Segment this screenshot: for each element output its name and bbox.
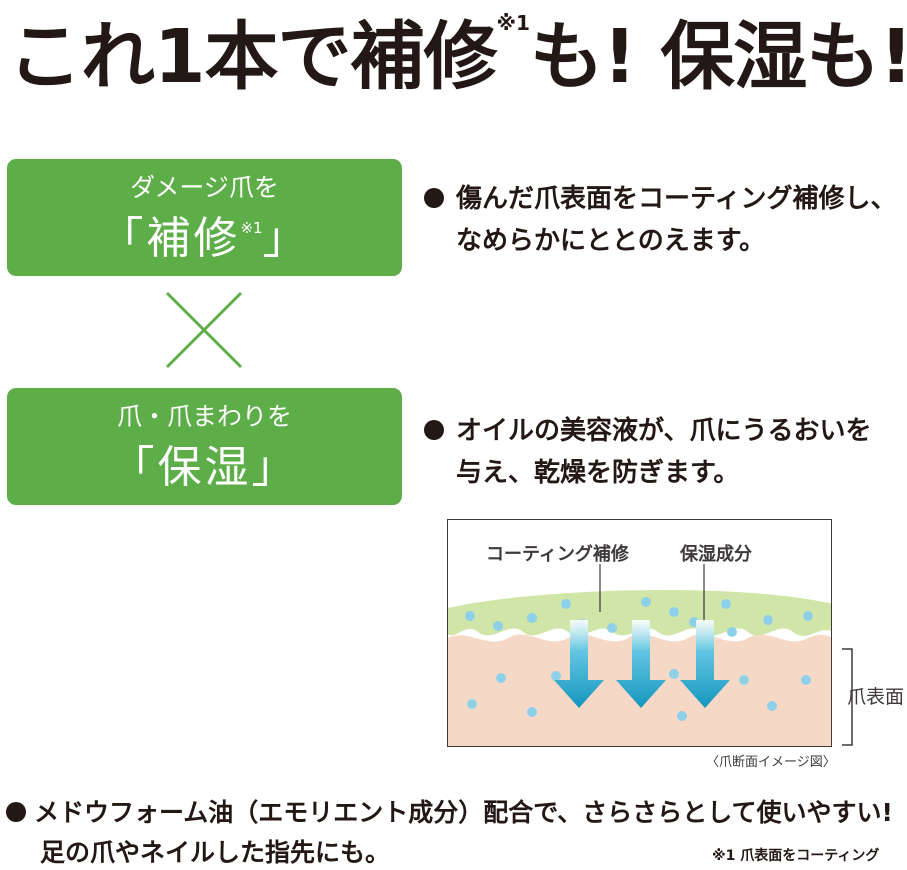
repair-box-bracket-close: 」	[262, 213, 310, 264]
nail-surface-label: 爪表面	[847, 686, 905, 708]
moisture-box-line1: 爪・爪まわりを	[116, 402, 292, 431]
bullet-repair-line1: 傷んだ爪表面をコーティング補修し、	[456, 184, 897, 214]
nail-surface-bracket	[842, 648, 853, 746]
bullet-repair: 傷んだ爪表面をコーティング補修し、 なめらかにととのえます。	[424, 178, 896, 262]
headline: これ1本で補修※1も! 保湿も!	[8, 2, 907, 112]
bullet-dot-icon	[424, 187, 444, 208]
headline-note-mark: ※1	[496, 11, 530, 35]
bottom-line1-text: メドウフォーム油（エモリエント成分）配合で、さらさらとして使いやすい!	[34, 798, 893, 827]
coating-layer	[448, 590, 831, 636]
penetration-arrows	[554, 620, 730, 708]
bottom-line1: メドウフォーム油（エモリエント成分）配合で、さらさらとして使いやすい!	[6, 793, 893, 833]
repair-box-bracket-open: 「	[99, 213, 147, 264]
diagram-caption: 〈爪断面イメージ図〉	[706, 755, 836, 770]
headline-part2: も! 保湿も!	[529, 14, 907, 100]
bullet-moisture: オイルの美容液が、爪にうるおいを 与え、乾燥を防ぎます。	[424, 410, 871, 494]
repair-box-word: 補修	[146, 213, 241, 264]
moisture-box-main: 「保湿」	[110, 442, 299, 493]
bullet-moisture-line2: 与え、乾燥を防ぎます。	[456, 458, 740, 488]
repair-box-note-mark: ※1	[240, 219, 263, 237]
nail-layers-illustration	[448, 564, 831, 746]
nail-cross-section-diagram: コーティング補修 保湿成分	[447, 519, 832, 747]
bullet-repair-line2: なめらかにととのえます。	[456, 226, 766, 256]
bullet-moisture-line1: オイルの美容液が、爪にうるおいを	[456, 416, 872, 446]
repair-box-main: 「補修※1」	[7, 211, 402, 276]
footnote: ※1 爪表面をコーティング	[712, 848, 880, 864]
headline-part1: これ1本で補修	[8, 14, 497, 100]
bullet-dot-icon	[424, 419, 444, 440]
cross-icon	[165, 291, 243, 369]
label-coating-repair: コーティング補修	[486, 544, 629, 565]
bullet-dot-icon	[6, 802, 26, 822]
moisture-box: 爪・爪まわりを 「保湿」	[7, 388, 402, 505]
repair-box-line1: ダメージ爪を	[130, 173, 279, 202]
bottom-line2: 足の爪やネイルした指先にも。	[40, 838, 391, 867]
label-moisture-ingredient: 保湿成分	[680, 544, 752, 565]
repair-box: ダメージ爪を 「補修※1」	[7, 159, 402, 276]
